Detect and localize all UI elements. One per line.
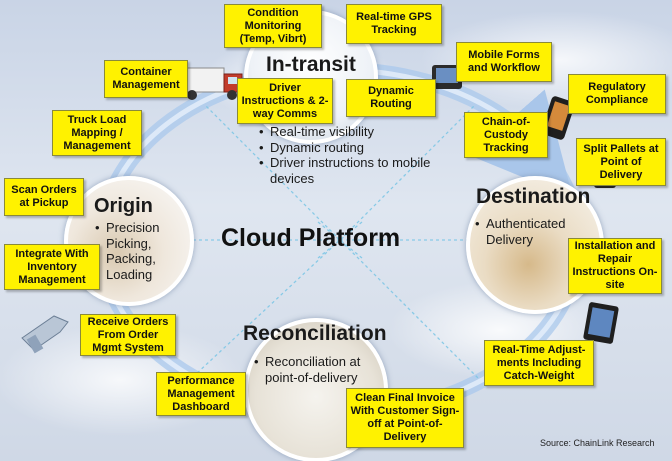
callout-gps-tracking: Real-time GPS Tracking xyxy=(346,4,442,44)
in-transit-bullets: Real-time visibility Dynamic routing Dri… xyxy=(259,124,449,186)
callout-chain-of-custody: Chain-of-Custody Tracking xyxy=(464,112,548,158)
reconciliation-bullets: Reconciliation at point-of-delivery xyxy=(254,354,394,385)
smartphone-icon xyxy=(541,96,575,140)
callout-driver-instructions: Driver Instructions & 2-way Comms xyxy=(237,78,333,124)
callout-performance-dashboard: Performance Management Dashboard xyxy=(156,372,246,416)
callout-realtime-adjustments: Real-Time Adjust-ments Including Catch-W… xyxy=(484,340,594,386)
center-title: Cloud Platform xyxy=(221,224,401,252)
callout-dynamic-routing: Dynamic Routing xyxy=(346,79,436,117)
callout-regulatory-compliance: Regulatory Compliance xyxy=(568,74,666,114)
bullet-item: Driver instructions to mobile devices xyxy=(259,155,449,186)
callout-split-pallets: Split Pallets at Point of Delivery xyxy=(576,138,666,186)
destination-bullets: Authenticated Delivery xyxy=(475,216,575,247)
callout-receive-orders: Receive Orders From Order Mgmt System xyxy=(80,314,176,356)
reconciliation-title: Reconciliation xyxy=(243,322,387,345)
callout-final-invoice: Clean Final Invoice With Customer Sign-o… xyxy=(346,388,464,448)
destination-title: Destination xyxy=(476,185,591,208)
bullet-item: Real-time visibility xyxy=(259,124,449,140)
callout-truck-load: Truck Load Mapping / Management xyxy=(52,110,142,156)
source-note: Source: ChainLink Research xyxy=(540,438,655,448)
tablet-icon xyxy=(583,302,619,344)
callout-scan-orders: Scan Orders at Pickup xyxy=(4,178,84,216)
origin-bullets: Precision Picking, Packing, Loading xyxy=(95,220,185,282)
in-transit-title: In-transit xyxy=(266,53,356,76)
callout-integrate-inventory: Integrate With Inventory Management xyxy=(4,244,100,290)
bullet-item: Reconciliation at point-of-delivery xyxy=(254,354,394,385)
barcode-scanner-icon xyxy=(21,315,69,354)
mobile-device-icon xyxy=(432,65,462,89)
origin-title: Origin xyxy=(94,195,153,217)
callout-installation-repair: Installation and Repair Instructions On-… xyxy=(568,238,662,294)
callout-mobile-forms: Mobile Forms and Workflow xyxy=(456,42,552,82)
callout-condition-monitoring: Condition Monitoring (Temp, Vibrt) xyxy=(224,4,322,48)
callout-container-management: Container Management xyxy=(104,60,188,98)
bullet-item: Authenticated Delivery xyxy=(475,216,575,247)
bullet-item: Precision Picking, Packing, Loading xyxy=(95,220,185,282)
bullet-item: Dynamic routing xyxy=(259,140,449,156)
